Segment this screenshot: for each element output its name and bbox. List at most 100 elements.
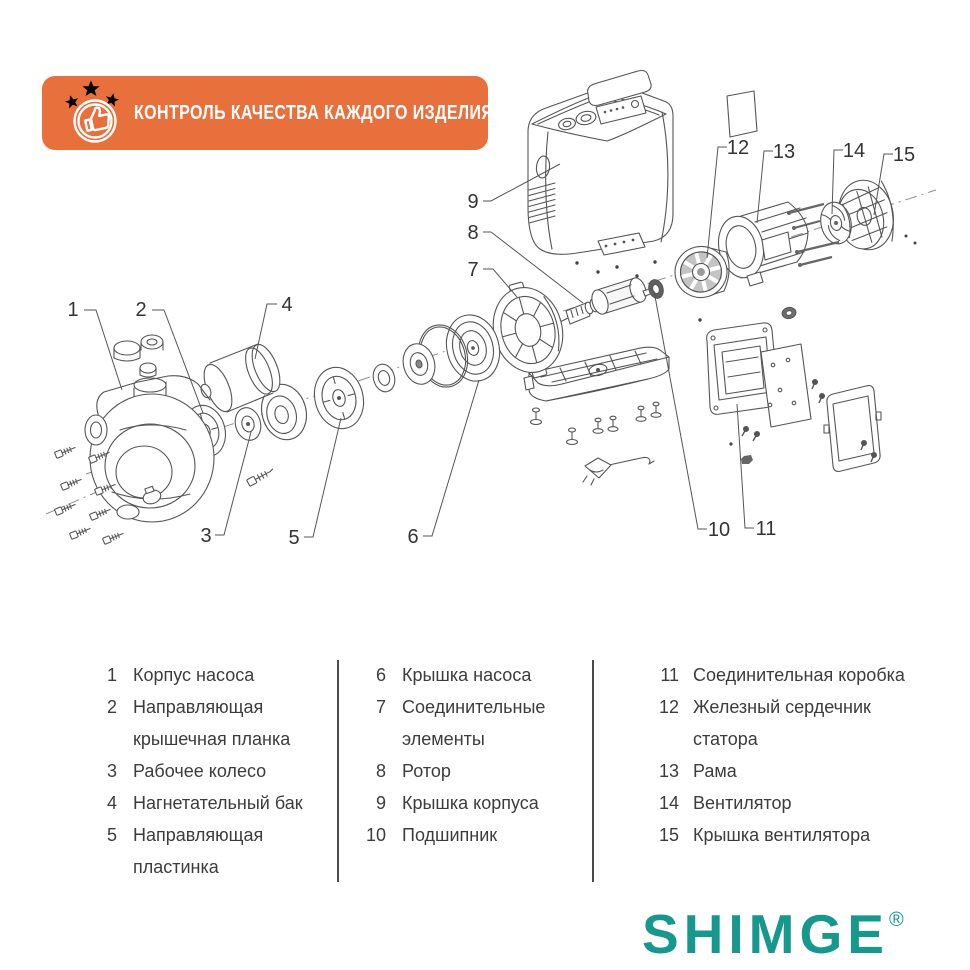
callout-14: 14 <box>843 140 865 162</box>
legend-item: 8 Ротор <box>356 755 567 787</box>
item-label: Соединительная коробка <box>693 665 905 685</box>
seal-disc <box>402 343 436 385</box>
legend-item: 6 Крышка насоса <box>356 659 567 691</box>
frame-foot <box>746 271 764 287</box>
thumbs-up-quality-icon <box>63 80 121 143</box>
callout-10: 10 <box>708 519 730 541</box>
brand-logo: SHIMGE® <box>642 902 904 966</box>
guide-plate <box>313 366 365 430</box>
terminal-board <box>760 343 812 428</box>
legend-item: 10 Подшипник <box>356 819 567 851</box>
callout-9: 9 <box>467 191 478 213</box>
frame-window <box>761 231 792 261</box>
legend-item: 12 Железный сердечник статора <box>645 691 905 755</box>
pump-cover <box>492 281 564 379</box>
item-label: Подшипник <box>402 825 498 845</box>
legend-item: 15 Крышка вентилятора <box>645 819 905 851</box>
callout-4: 4 <box>281 294 292 316</box>
pressure-tank <box>200 343 281 413</box>
item-label: Крышка насоса <box>402 665 532 685</box>
fan <box>820 201 852 245</box>
quality-badge: КОНТРОЛЬ КАЧЕСТВА КАЖДОГО ИЗДЕЛИЯ <box>42 76 488 150</box>
item-number: 6 <box>375 665 386 685</box>
motor-cover <box>527 69 674 256</box>
badge-text: КОНТРОЛЬ КАЧЕСТВА КАЖДОГО ИЗДЕЛИЯ <box>134 101 488 124</box>
stator-core <box>674 245 730 299</box>
legend-item: 9 Крышка корпуса <box>356 787 567 819</box>
callout-3: 3 <box>200 525 211 547</box>
item-label: Крышка вентилятора <box>693 825 871 845</box>
impeller <box>234 407 262 441</box>
callout-6: 6 <box>407 526 418 548</box>
pump-cover-seal <box>445 314 501 382</box>
mounting-screws <box>54 446 274 545</box>
legend-item: 3 Рабочее колесо <box>87 755 313 787</box>
legend-column-3: 11 Соединительная коробка 12 Железный серд… <box>645 659 905 851</box>
item-number: 3 <box>106 761 117 781</box>
small-screws <box>729 379 878 464</box>
item-number: 2 <box>106 697 117 717</box>
item-label: Ротор <box>402 761 451 781</box>
legend-item: 1 Корпус насоса <box>87 659 313 691</box>
item-number: 15 <box>658 825 679 845</box>
legend-item: 14 Вентилятор <box>645 787 905 819</box>
callout-15: 15 <box>893 144 915 166</box>
brand-logo-text: SHIMGE <box>642 903 889 965</box>
white-card <box>726 90 758 138</box>
small-fasteners-dots <box>575 234 917 322</box>
legend-divider-1 <box>337 660 339 882</box>
item-number: 7 <box>375 697 386 717</box>
callout-7: 7 <box>467 259 478 281</box>
callout-numbers: 1 2 3 4 5 6 7 8 9 10 11 12 13 14 15 <box>67 137 915 549</box>
callout-11: 11 <box>756 518 777 540</box>
item-label: Соединительные элементы <box>402 697 546 749</box>
legend-item: 7 Соединительные элементы <box>356 691 567 755</box>
item-label: Направляющая пластинка <box>133 825 264 877</box>
item-number: 1 <box>106 665 117 685</box>
item-number: 4 <box>106 793 117 813</box>
item-number: 12 <box>658 697 679 717</box>
callout-5: 5 <box>288 527 299 549</box>
item-number: 9 <box>375 793 386 813</box>
legend-item: 11 Соединительная коробка <box>645 659 905 691</box>
callout-8: 8 <box>467 222 478 244</box>
fan-cover <box>837 179 894 251</box>
item-label: Крышка корпуса <box>402 793 539 813</box>
base-screws <box>529 401 662 446</box>
legend-divider-2 <box>592 660 594 882</box>
item-number: 10 <box>365 825 386 845</box>
control-panel <box>595 95 647 125</box>
legend-item: 4 Нагнетательный бак <box>87 787 313 819</box>
item-number: 5 <box>106 825 117 845</box>
item-number: 11 <box>660 665 679 685</box>
legend-item: 5 Направляющая пластинка <box>87 819 313 883</box>
cover-base-plate <box>597 232 646 256</box>
item-label: Корпус насоса <box>133 665 255 685</box>
pump-housing <box>84 334 215 523</box>
frame <box>717 201 809 287</box>
item-number: 14 <box>658 793 679 813</box>
item-label: Рабочее колесо <box>133 761 267 781</box>
registered-mark: ® <box>888 909 904 931</box>
item-label: Железный сердечник статора <box>693 697 871 749</box>
item-label: Нагнетательный бак <box>133 793 303 813</box>
power-cord <box>582 456 655 486</box>
cover-lid-flap <box>587 69 652 107</box>
callout-2: 2 <box>135 299 146 321</box>
item-label: Рама <box>693 761 737 781</box>
guide-plate-cup <box>260 383 308 441</box>
callout-leaders <box>84 146 893 538</box>
bearing <box>648 279 664 299</box>
base-plate <box>523 346 670 402</box>
grommet <box>781 306 797 320</box>
callout-13: 13 <box>773 141 795 163</box>
callout-12: 12 <box>727 137 749 159</box>
item-label: Вентилятор <box>693 793 792 813</box>
item-number: 8 <box>375 761 386 781</box>
spacer-ring <box>372 363 396 393</box>
